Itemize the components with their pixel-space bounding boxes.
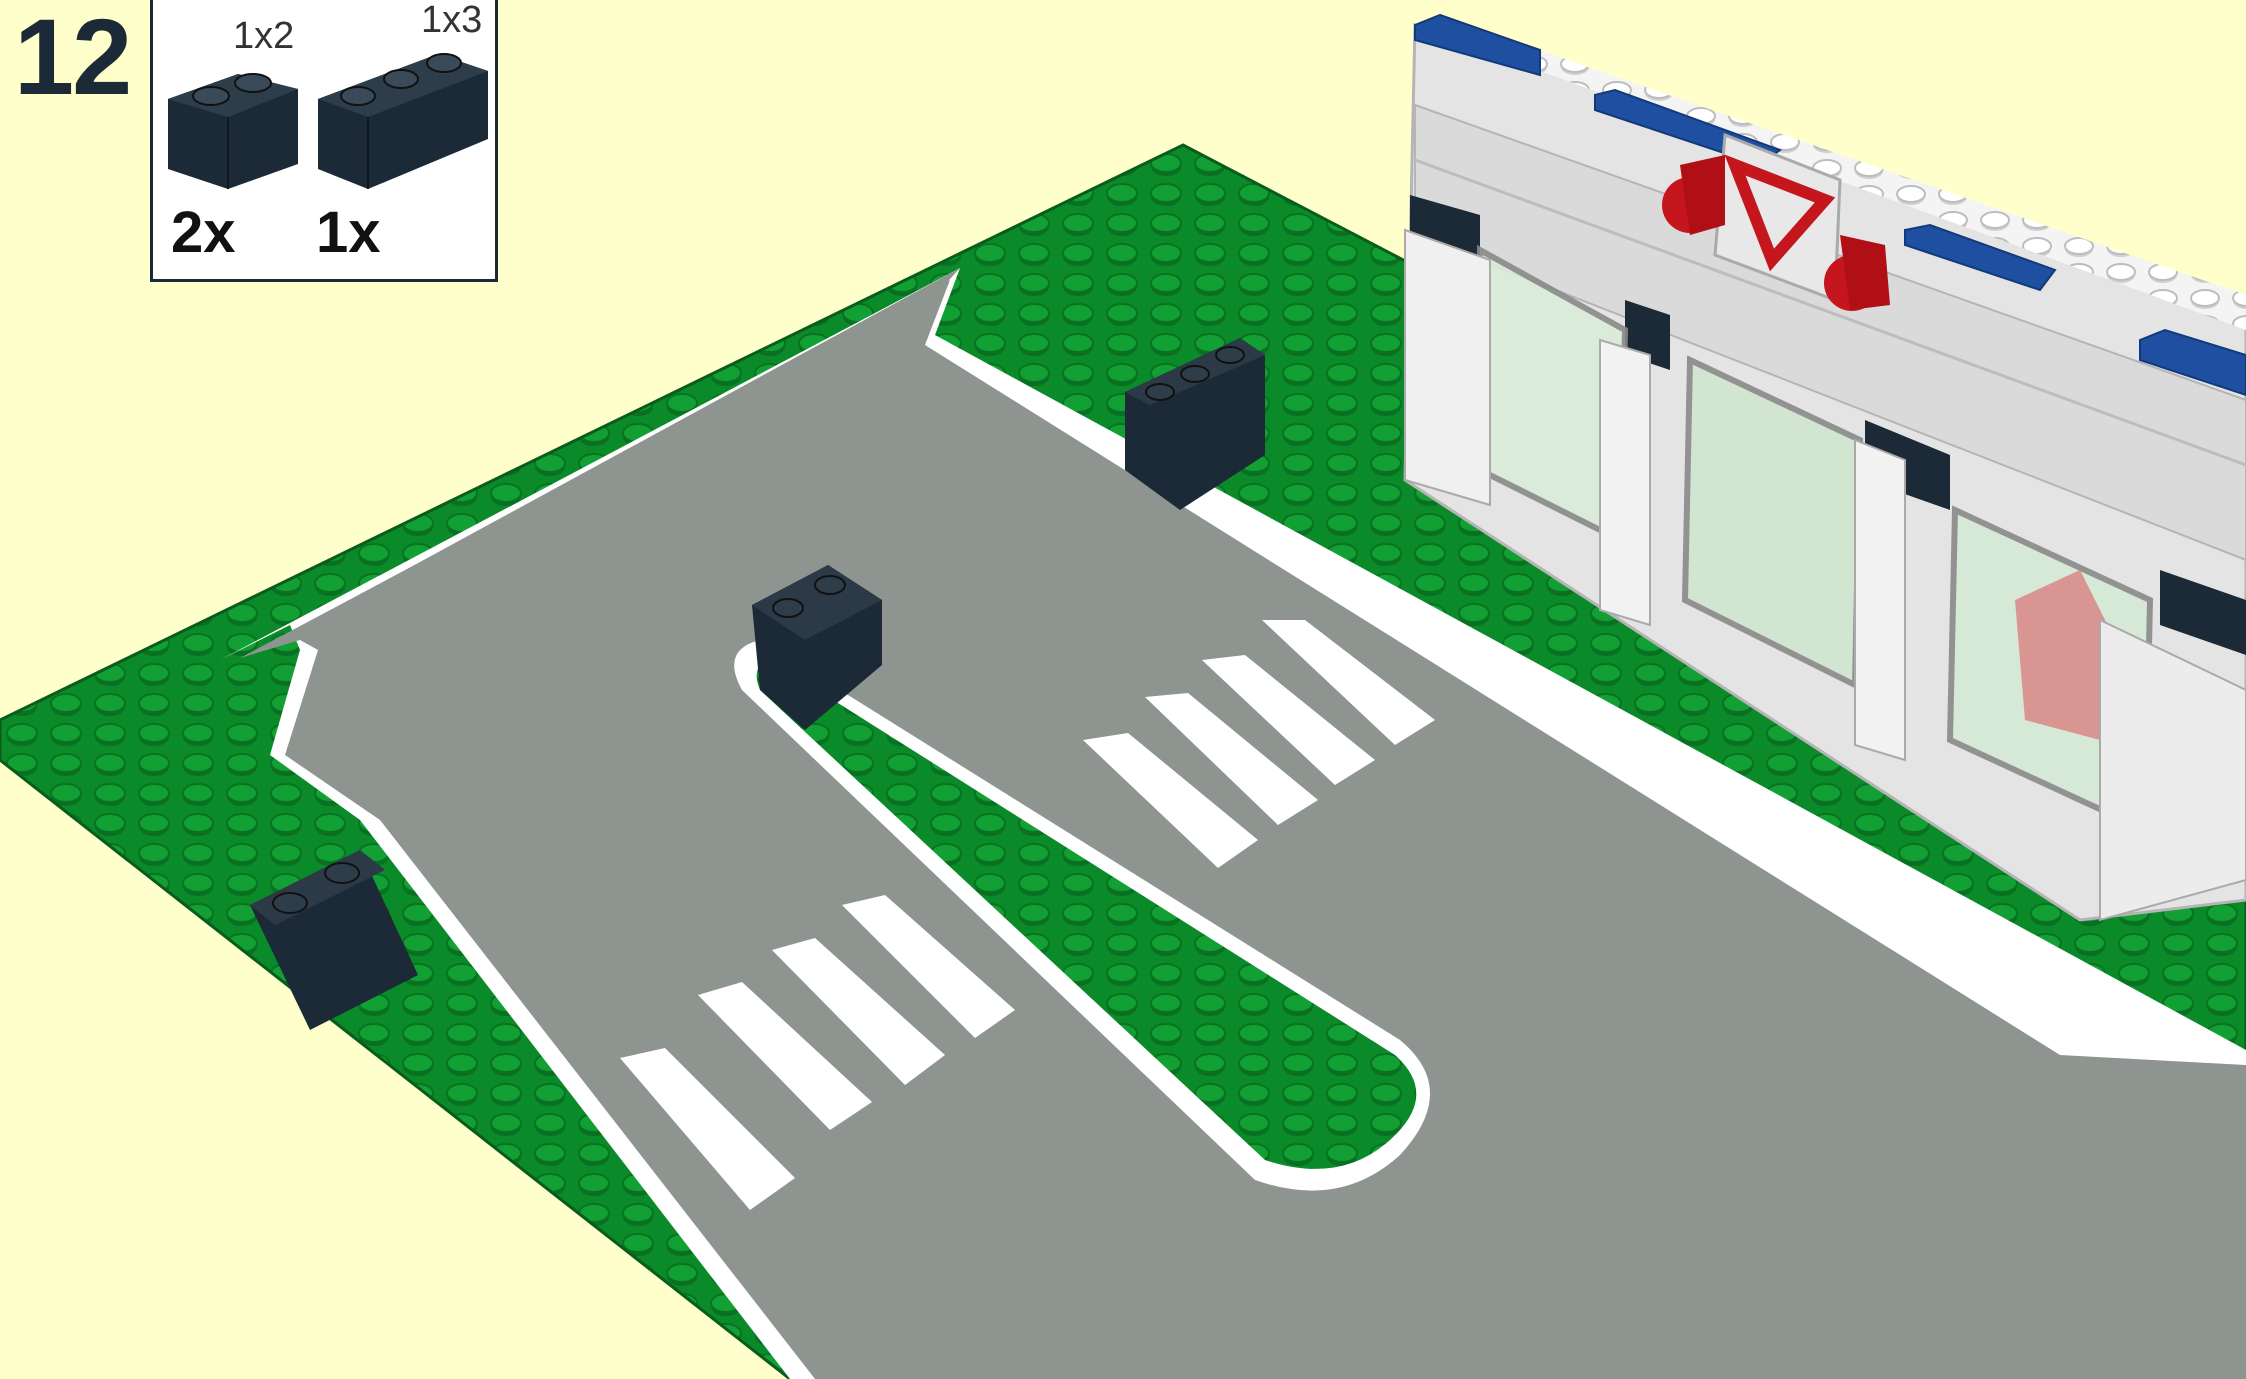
brick-1x3-icon [318,54,488,189]
parts-list-callout: 1x2 1x3 2x 1x [150,0,498,282]
step-number: 12 [14,0,130,119]
part-size-1x3: 1x3 [421,0,482,42]
part-quantity-1x3: 1x [316,199,381,266]
part-size-1x2: 1x2 [233,15,294,58]
brick-1x2-icon [168,74,298,189]
part-quantity-1x2: 2x [171,199,236,266]
